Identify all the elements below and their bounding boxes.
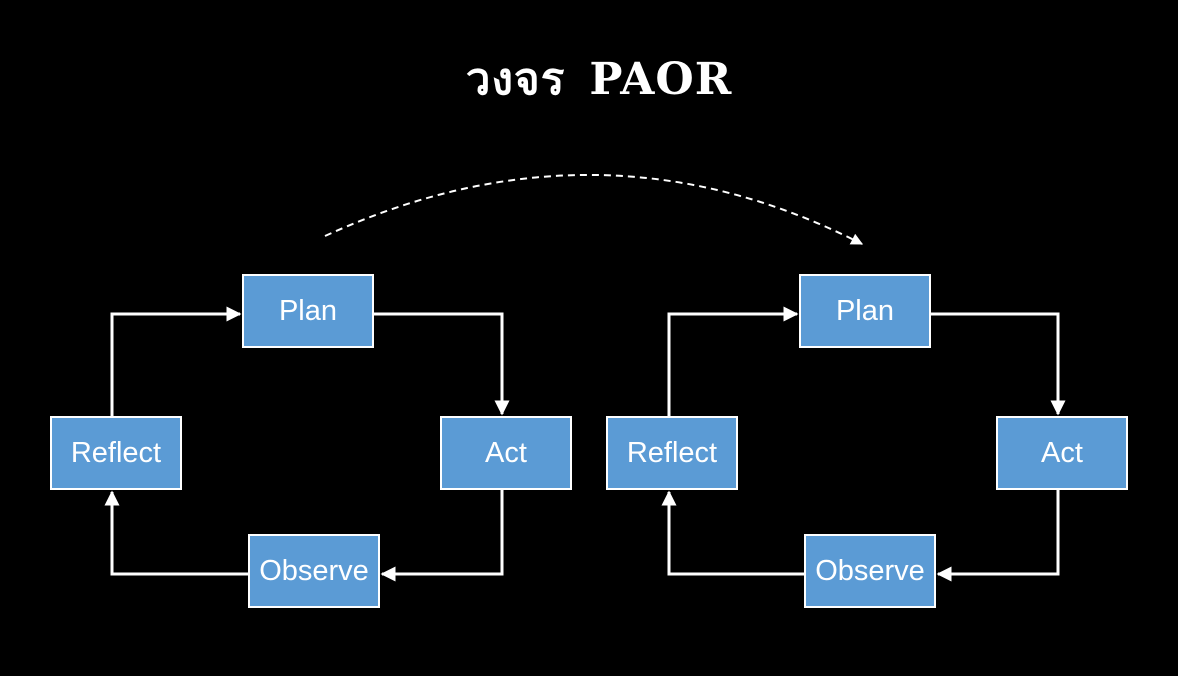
c1-plan-node: Plan bbox=[242, 274, 374, 348]
c2-act-node: Act bbox=[996, 416, 1128, 490]
c2-reflect-node: Reflect bbox=[606, 416, 738, 490]
c1-reflect-node: Reflect bbox=[50, 416, 182, 490]
c2-observe-to-reflect-arrow bbox=[661, 490, 805, 576]
cycle-transition-arrow bbox=[324, 173, 864, 245]
c1-reflect-to-plan-arrow bbox=[110, 306, 242, 418]
c2-plan-to-act-arrow bbox=[931, 312, 1066, 416]
c2-reflect-to-plan-arrow bbox=[667, 306, 799, 418]
c1-observe-to-reflect-arrow bbox=[104, 490, 249, 576]
c1-observe-node: Observe bbox=[248, 534, 380, 608]
c2-act-to-observe-arrow bbox=[936, 490, 1060, 582]
diagram-title: วงจร PAOR bbox=[0, 44, 1178, 114]
title-thai-word: วงจร bbox=[465, 54, 566, 105]
c1-act-node: Act bbox=[440, 416, 572, 490]
c1-plan-to-act-arrow bbox=[374, 312, 510, 416]
c2-plan-node: Plan bbox=[799, 274, 931, 348]
title-acronym: PAOR bbox=[589, 54, 733, 105]
c2-observe-node: Observe bbox=[804, 534, 936, 608]
c1-act-to-observe-arrow bbox=[380, 490, 504, 582]
